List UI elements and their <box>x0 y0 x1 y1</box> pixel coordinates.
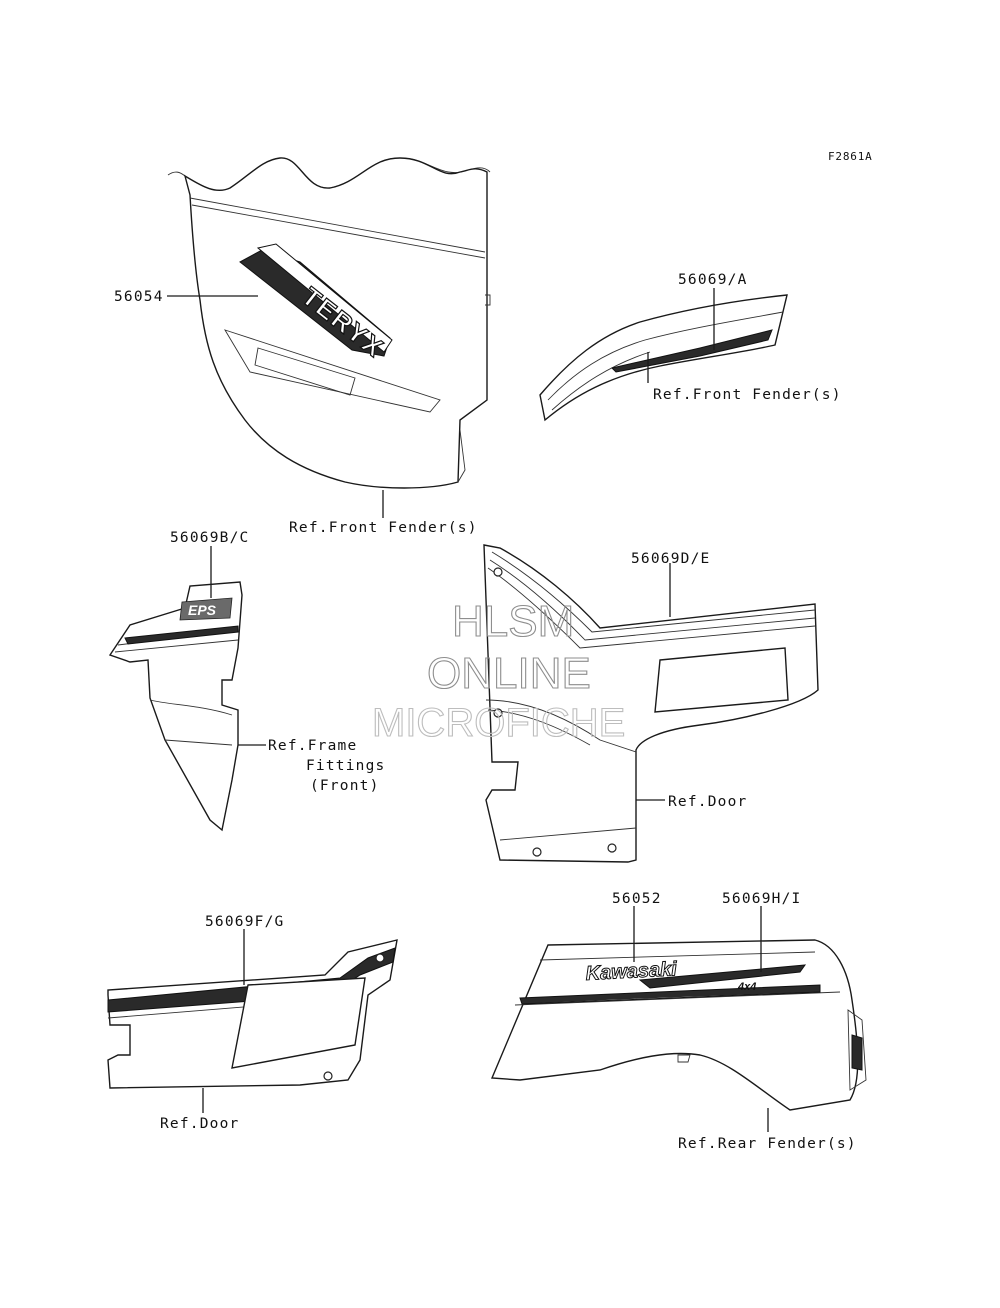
label-ref-door-2: Ref.Door <box>160 1116 239 1132</box>
label-56069-bc: 56069B/C <box>170 530 249 546</box>
front-fender-stripe-part <box>539 294 788 422</box>
door-lower-part <box>107 939 398 1089</box>
label-ref-front-fender-1: Ref.Front Fender(s) <box>289 520 478 536</box>
frame-fitting-part: EPS <box>108 581 243 832</box>
label-56054: 56054 <box>114 289 164 305</box>
watermark-line-3: MICROFICHE <box>372 701 625 745</box>
figure-id: F2861A <box>828 150 873 163</box>
watermark-line-1: HLSM <box>452 597 574 646</box>
rear-fender-part: Kawasaki 4x4 <box>490 939 867 1111</box>
label-56069-a: 56069/A <box>678 272 748 288</box>
watermark-line-2: ONLINE <box>427 649 591 698</box>
front-fender-left-part: TERYX <box>167 157 491 489</box>
label-56052: 56052 <box>612 891 662 907</box>
label-56069-fg: 56069F/G <box>205 914 284 930</box>
small-badge-logo: 4x4 <box>737 981 756 993</box>
label-ref-rear-fender: Ref.Rear Fender(s) <box>678 1136 857 1152</box>
label-ref-front-fender-2: Ref.Front Fender(s) <box>653 387 842 403</box>
label-ref-frame-front: (Front) <box>310 778 380 794</box>
label-ref-frame: Ref.Frame <box>268 738 357 754</box>
eps-logo: EPS <box>188 602 217 618</box>
label-56069-hi: 56069H/I <box>722 891 801 907</box>
door-upper-part <box>483 544 819 863</box>
label-ref-door-1: Ref.Door <box>668 794 747 810</box>
label-ref-frame-fittings: Fittings <box>306 758 385 774</box>
kawasaki-logo: Kawasaki <box>585 958 678 985</box>
label-56069-de: 56069D/E <box>631 551 710 567</box>
